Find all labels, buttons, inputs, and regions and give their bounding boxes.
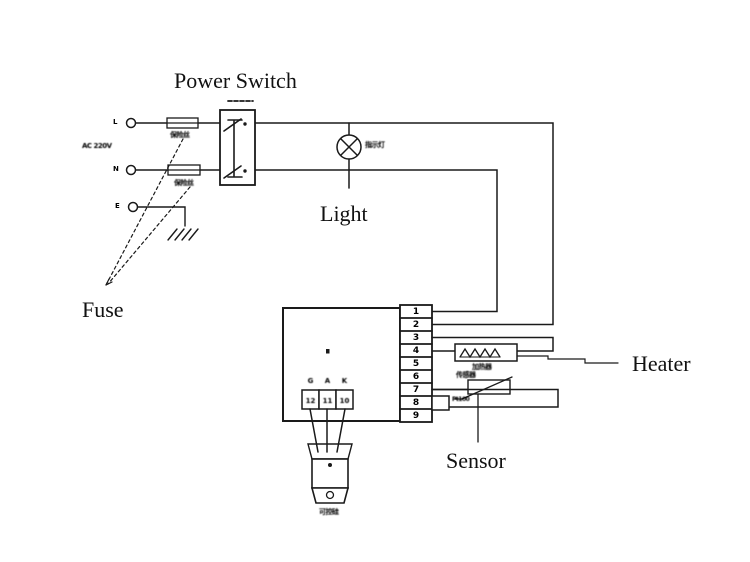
scr-leads bbox=[309, 408, 346, 453]
power-switch-label: Power Switch bbox=[174, 68, 297, 93]
sensor-label: Sensor bbox=[446, 448, 506, 473]
terminal-n-label: N bbox=[113, 165, 119, 173]
supply-terminals bbox=[125, 117, 139, 213]
terminal-number-5: 5 bbox=[412, 359, 420, 369]
sensor-symbol bbox=[431, 376, 513, 400]
light-label: Light bbox=[320, 201, 368, 226]
l-wire bbox=[135, 122, 554, 326]
indicator-cn-label: 指示灯 bbox=[365, 141, 385, 149]
terminal-number-2: 2 bbox=[412, 320, 420, 330]
terminal-number-9: 9 bbox=[412, 411, 420, 421]
heater-wires bbox=[431, 336, 554, 352]
scr-pin-number-12: 12 bbox=[305, 397, 316, 405]
scr-symbol bbox=[307, 443, 353, 504]
heater-cn-label: 加热器 bbox=[472, 363, 492, 371]
heater-label: Heater bbox=[632, 351, 691, 376]
scr-pin-number-10: 10 bbox=[339, 397, 350, 405]
supply-voltage-label: AC 220V bbox=[82, 142, 112, 150]
sensor-type-label: Pt100 bbox=[452, 396, 470, 403]
terminal-strip bbox=[399, 304, 433, 423]
heater-symbol bbox=[454, 343, 518, 362]
fuse-symbol-1 bbox=[166, 117, 199, 129]
terminal-e-label: E bbox=[115, 202, 120, 210]
fuse2-cn-label: 保险丝 bbox=[174, 179, 194, 187]
lamp-symbol bbox=[336, 122, 362, 189]
scr-pin-g-label: G bbox=[307, 377, 314, 385]
sensor-cn-label: 传感器 bbox=[456, 371, 476, 379]
terminal-number-6: 6 bbox=[412, 372, 420, 382]
terminal-number-7: 7 bbox=[412, 385, 420, 395]
ground-symbol bbox=[137, 206, 199, 241]
fuse-callout-lines bbox=[105, 138, 191, 286]
terminal-l-label: L bbox=[113, 118, 117, 126]
sensor-wires bbox=[431, 388, 559, 411]
terminal-number-1: 1 bbox=[412, 307, 420, 317]
n-wire bbox=[135, 169, 498, 313]
power-switch-symbol bbox=[219, 100, 256, 186]
terminal-number-8: 8 bbox=[412, 398, 420, 408]
fuse1-cn-label: 保险丝 bbox=[170, 131, 190, 139]
scr-pin-k-label: K bbox=[341, 377, 348, 385]
terminal-number-4: 4 bbox=[412, 346, 420, 356]
scr-pin-a-label: A bbox=[324, 377, 331, 385]
scr-cn-label: 可控硅 bbox=[319, 508, 339, 516]
fuse-label: Fuse bbox=[82, 297, 124, 322]
scr-pin-number-11: 11 bbox=[322, 397, 333, 405]
scr-pin-squares bbox=[301, 389, 354, 410]
terminal-number-3: 3 bbox=[412, 333, 420, 343]
fuse-symbol-2 bbox=[167, 164, 201, 176]
heater-callout-line bbox=[516, 355, 619, 364]
